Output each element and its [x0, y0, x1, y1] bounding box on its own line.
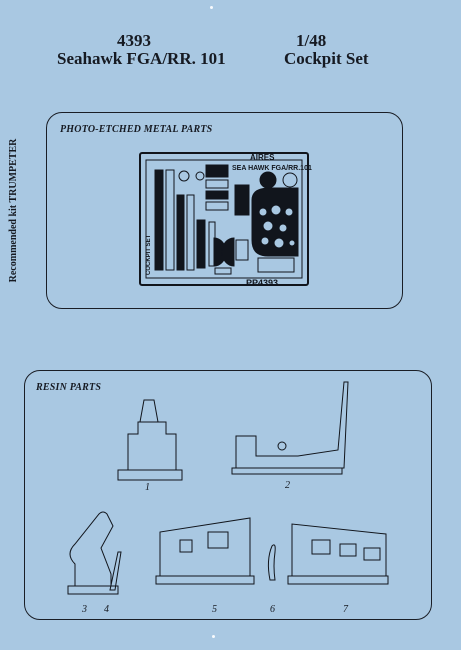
resin-part-7: 7: [343, 604, 348, 615]
scale-label: 1/48: [296, 31, 327, 50]
photo-etched-panel: [46, 112, 403, 309]
fret-side-text: COCKPIT SET: [146, 234, 152, 275]
fret-title: SEA HAWK FGA/RR.101: [232, 165, 312, 172]
resin-part-5: 5: [212, 604, 217, 615]
resin-panel: [24, 370, 432, 620]
resin-part-4: 4: [104, 604, 109, 615]
resin-part-3: 3: [82, 604, 87, 615]
resin-part-1: 1: [145, 482, 150, 493]
product-name: Cockpit Set: [284, 49, 369, 68]
model-name: Seahawk FGA/RR. 101: [57, 49, 226, 68]
set-number: 4393: [117, 31, 151, 50]
registration-dot: [210, 6, 213, 9]
resin-part-2: 2: [285, 480, 290, 491]
fret-code: PP4393: [246, 278, 278, 288]
resin-label: RESIN PARTS: [36, 382, 102, 393]
photo-etched-label: PHOTO-ETCHED METAL PARTS: [60, 124, 213, 135]
resin-part-6: 6: [270, 604, 275, 615]
registration-dot: [212, 635, 215, 638]
fret-brand: AIRES: [250, 153, 275, 162]
